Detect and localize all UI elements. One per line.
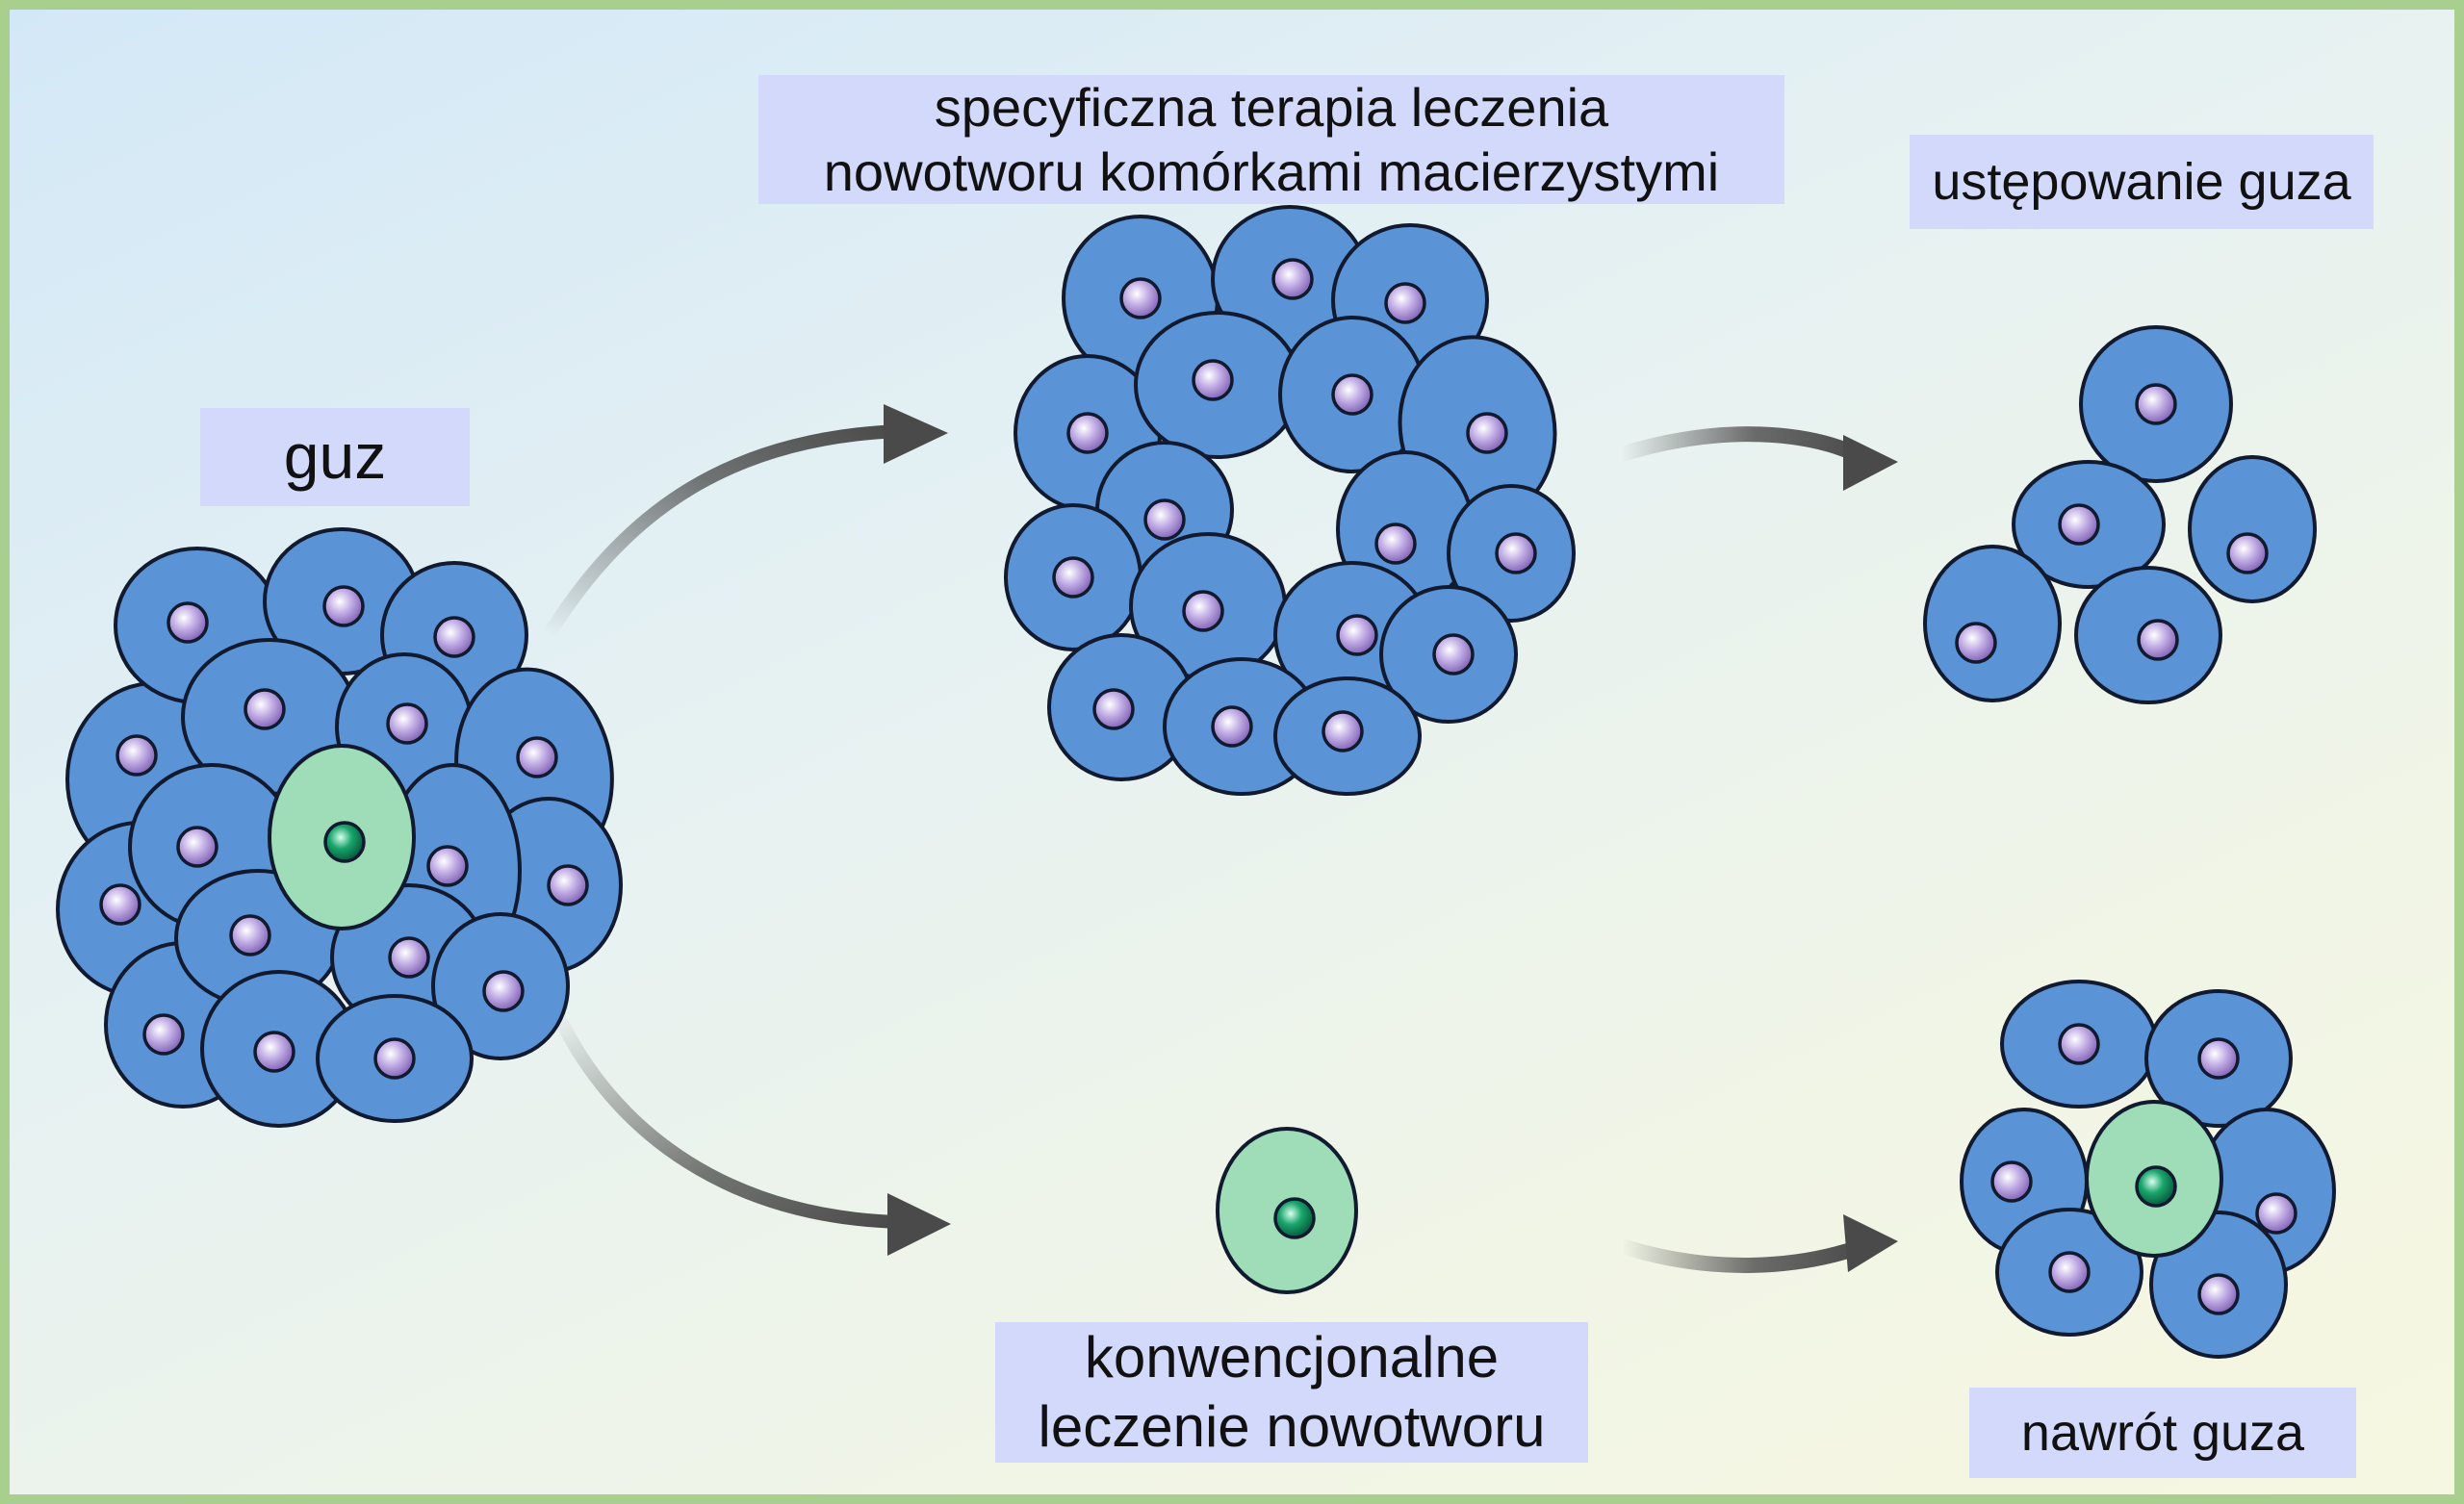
- cell-nucleus: [1432, 633, 1475, 676]
- cell-nucleus: [322, 585, 365, 627]
- recurrence-cell-cluster: [1960, 980, 2336, 1359]
- cell-nucleus: [386, 702, 428, 745]
- label-regression: ustępowanie guza: [1910, 135, 2374, 229]
- cell-nucleus: [142, 1013, 185, 1056]
- label-conventional: konwencjonalne leczenie nowotworu: [995, 1322, 1588, 1463]
- cell-nucleus: [2137, 619, 2179, 661]
- cell-nucleus: [2058, 1023, 2100, 1065]
- cell-nucleus: [176, 826, 218, 868]
- cell-nucleus: [1322, 710, 1364, 752]
- cell-nucleus: [2255, 1192, 2297, 1235]
- tumor-cell: [1923, 545, 2062, 702]
- cell-nucleus: [1336, 614, 1378, 656]
- cell-nucleus: [2197, 1037, 2240, 1080]
- cell-nucleus: [2058, 503, 2100, 546]
- stem-cell-nucleus: [323, 821, 366, 863]
- label-specific-therapy: specyficzna terapia leczenia nowotworu k…: [758, 75, 1784, 204]
- arrow-to-regression: [1614, 426, 1898, 491]
- cell-nucleus: [1143, 498, 1186, 541]
- cell-nucleus: [1955, 622, 1997, 664]
- arrow-tumor-to-conventional: [552, 1008, 951, 1256]
- cell-nucleus: [1466, 412, 1508, 454]
- cell-nucleus: [1495, 532, 1537, 574]
- cell-nucleus: [2197, 1273, 2240, 1315]
- cell-nucleus: [1271, 258, 1314, 300]
- cell-nucleus: [1384, 282, 1426, 324]
- cell-nucleus: [482, 970, 525, 1012]
- cell-nucleus: [1211, 705, 1253, 748]
- cell-nucleus: [547, 864, 589, 906]
- cell-nucleus: [1331, 373, 1373, 416]
- cell-nucleus: [1182, 590, 1224, 632]
- stem-cell-nucleus: [1273, 1197, 1316, 1239]
- tumor-cell: [2188, 455, 2317, 603]
- cell-nucleus: [1052, 556, 1094, 599]
- cell-nucleus: [1119, 277, 1162, 319]
- surviving-stem-cell: [1216, 1127, 1358, 1294]
- cell-nucleus: [1374, 523, 1417, 565]
- therapy-ring-cluster: [1004, 205, 1576, 796]
- cell-nucleus: [116, 734, 158, 777]
- cell-nucleus: [388, 936, 430, 979]
- cell-nucleus: [2226, 532, 2269, 574]
- cell-nucleus: [2135, 383, 2177, 425]
- cell-nucleus: [1192, 359, 1234, 401]
- label-recurrence: nawrót guza: [1969, 1388, 2356, 1478]
- arrow-to-recurrence: [1614, 1214, 1898, 1273]
- arrow-tumor-to-specific-therapy: [542, 404, 948, 642]
- cell-nucleus: [1092, 688, 1135, 730]
- stem-cell-nucleus: [2135, 1165, 2177, 1208]
- cell-nucleus: [373, 1037, 416, 1080]
- cell-nucleus: [253, 1031, 295, 1073]
- cell-nucleus: [244, 688, 286, 730]
- cell-nucleus: [1990, 1160, 2033, 1203]
- cell-nucleus: [426, 845, 469, 887]
- regression-cell-cluster: [1923, 325, 2317, 704]
- cell-nucleus: [516, 736, 558, 778]
- label-tumor: guz: [200, 408, 470, 506]
- cell-nucleus: [2048, 1251, 2091, 1293]
- tumor-cell-cluster: [56, 527, 623, 1128]
- cell-nucleus: [1066, 412, 1109, 454]
- diagram-canvas: [56, 205, 2336, 1359]
- cell-nucleus: [99, 883, 141, 926]
- cell-nucleus: [167, 601, 209, 644]
- cell-nucleus: [433, 616, 475, 658]
- cell-nucleus: [229, 914, 271, 956]
